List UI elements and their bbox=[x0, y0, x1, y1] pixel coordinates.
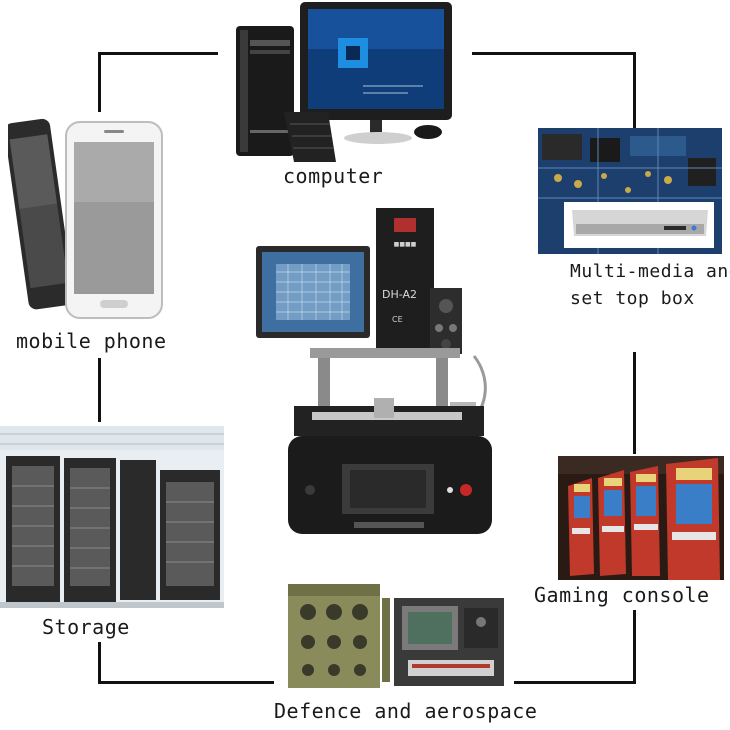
station-model-text: DH-A2 bbox=[382, 288, 417, 301]
connector-top-right bbox=[472, 52, 636, 55]
svg-text:■■■■: ■■■■ bbox=[394, 241, 417, 248]
multimedia-label-line1: Multi-media and bbox=[570, 261, 730, 282]
computer-image bbox=[228, 0, 458, 165]
computer-label: computer bbox=[283, 164, 384, 188]
storage-image bbox=[0, 426, 224, 608]
connector-bottom-left bbox=[98, 681, 274, 684]
storage-label: Storage bbox=[42, 615, 130, 639]
connector-left-mid-vertical bbox=[98, 358, 101, 422]
svg-text:CE: CE bbox=[392, 315, 403, 324]
connector-left-bottom-vertical bbox=[98, 642, 101, 684]
defence-aerospace-label: Defence and aerospace bbox=[274, 699, 538, 723]
rework-station-image: ■■■■ DH-A2 CE bbox=[254, 206, 494, 542]
connector-right-top-vertical bbox=[633, 52, 636, 130]
connector-right-mid-vertical bbox=[633, 352, 636, 454]
gaming-console-image bbox=[558, 456, 724, 580]
defence-aerospace-image bbox=[284, 578, 508, 696]
connector-bottom-right bbox=[514, 681, 636, 684]
gaming-console-label: Gaming console bbox=[534, 583, 710, 607]
connector-left-top-vertical bbox=[98, 52, 101, 112]
multimedia-image bbox=[538, 128, 722, 254]
connector-right-bottom-vertical bbox=[633, 610, 636, 684]
mobile-phone-image bbox=[8, 112, 168, 320]
mobile-phone-label: mobile phone bbox=[16, 329, 167, 353]
multimedia-label-line2: set top box bbox=[570, 288, 695, 309]
connector-top-left bbox=[98, 52, 218, 55]
